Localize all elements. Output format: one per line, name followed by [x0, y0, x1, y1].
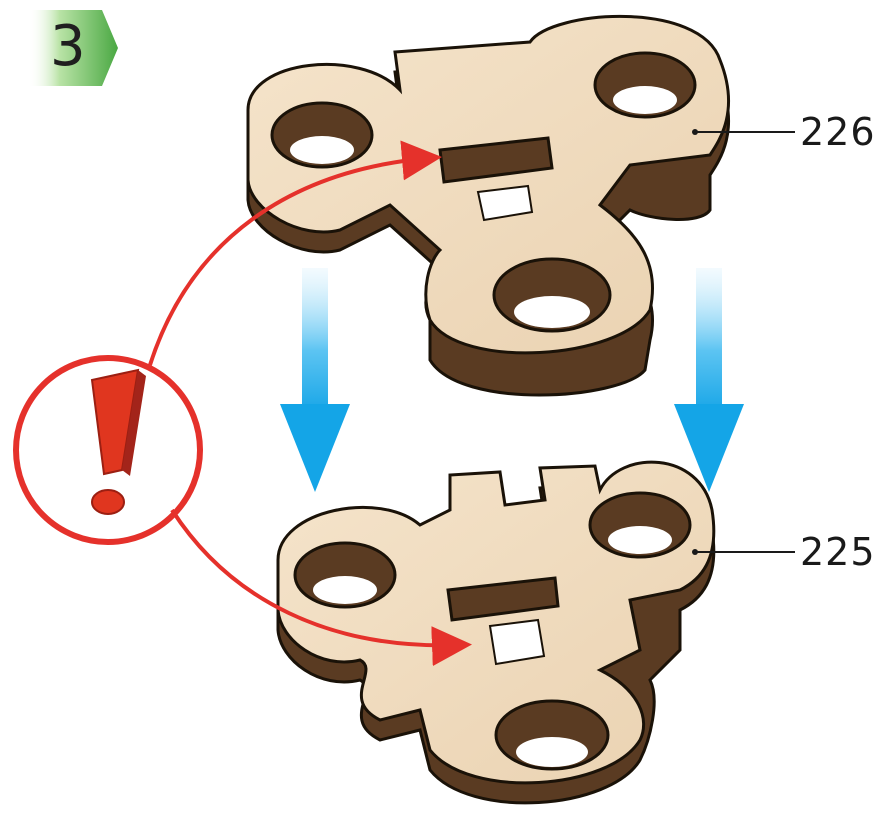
pointer-arrow-upper: [148, 140, 442, 366]
pointer-arrow-lower: [170, 508, 472, 667]
step-badge: 3: [28, 8, 120, 88]
down-arrow-icon-right: [674, 268, 744, 492]
down-arrow-icon-left: [280, 268, 350, 492]
exclamation-warning-icon: [13, 355, 203, 545]
part-label-226: 226: [800, 110, 876, 154]
part-label-225: 225: [800, 530, 876, 574]
part-225: [276, 460, 716, 805]
step-number: 3: [50, 14, 86, 79]
part-226: [246, 15, 730, 397]
